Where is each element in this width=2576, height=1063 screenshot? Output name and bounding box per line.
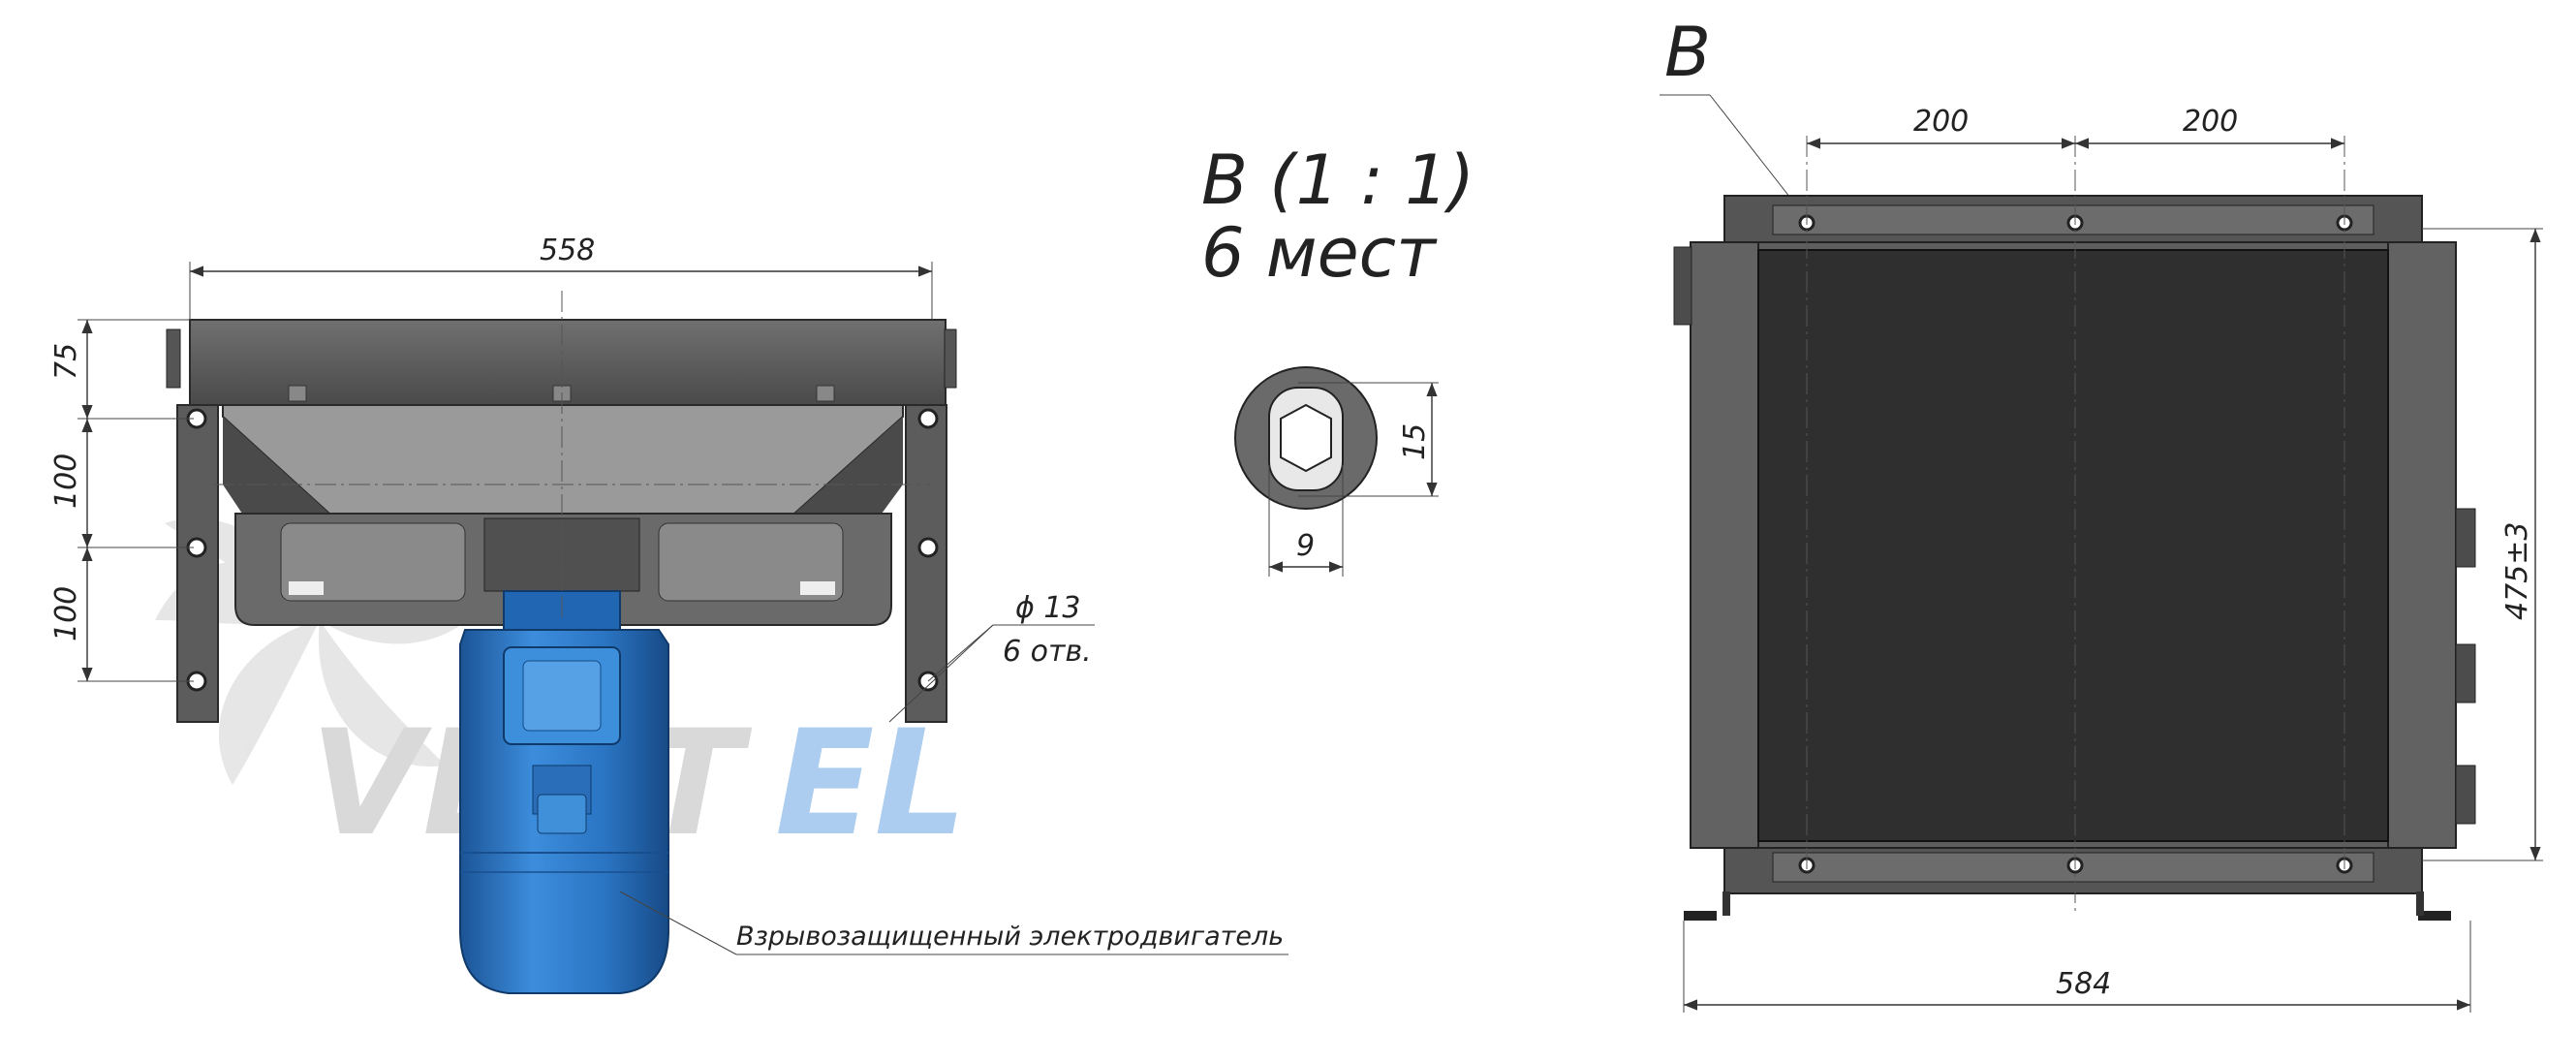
watermark-text-blue: EL: [775, 700, 967, 868]
radiator-core: [1757, 249, 2389, 842]
side-height-dimension: 475±3: [2500, 522, 2534, 620]
front-left-bracket: [176, 404, 219, 723]
detail-title: В (1 : 1): [1201, 141, 1474, 220]
explosion-proof-motor: [459, 590, 669, 994]
front-view: 558 75 100 100 ϕ 13 6 отв. Взрывозащищен…: [49, 234, 1288, 994]
front-left-nut: [166, 328, 181, 389]
front-shroud: [222, 404, 904, 515]
front-height-bot-dimension: 100: [49, 586, 83, 641]
detail-slot-height-dimension: 15: [1398, 423, 1432, 460]
detail-subtitle: 6 мест: [1201, 213, 1438, 293]
detail-view: В (1 : 1) 6 мест 15 9: [1201, 141, 1474, 577]
side-view: В: [1660, 13, 2543, 1013]
front-height-top-dimension: 75: [49, 343, 83, 380]
hole-count-label: 6 отв.: [1003, 635, 1092, 669]
front-width-dimension: 558: [540, 234, 595, 267]
front-right-bracket: [905, 404, 947, 723]
view-letter: В: [1664, 13, 1711, 92]
side-spacing-right-dimension: 200: [2183, 105, 2238, 139]
hole-diameter-label: ϕ 13: [1015, 591, 1081, 625]
side-spacing-left-dimension: 200: [1913, 105, 1969, 139]
detail-slot-width-dimension: 9: [1296, 529, 1315, 563]
front-height-mid-dimension: 100: [49, 453, 83, 509]
motor-callout-label: Взрывозащищенный электродвигатель: [736, 922, 1284, 952]
side-width-dimension: 584: [2056, 967, 2111, 1001]
front-right-nut: [944, 328, 957, 389]
